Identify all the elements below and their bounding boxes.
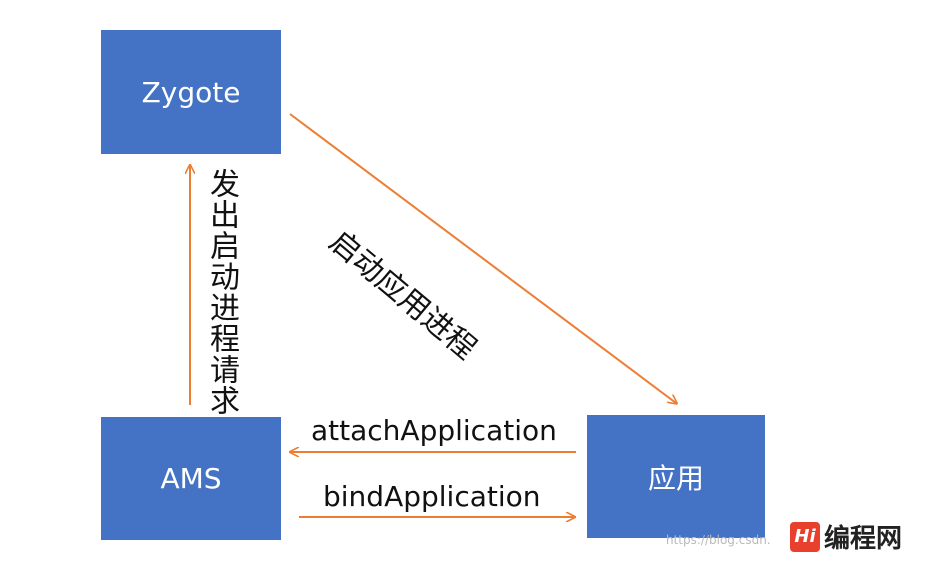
attach-edge-label: attachApplication: [311, 414, 557, 447]
zygote-label: Zygote: [141, 75, 241, 109]
request-edge-label: 发出启动进程请求: [204, 168, 239, 416]
app-node: 应用: [587, 415, 765, 538]
ams-node: AMS: [101, 417, 281, 540]
site-logo: Hi 编程网: [790, 518, 902, 555]
bind-edge-label: bindApplication: [323, 480, 541, 513]
watermark-url: https://blog.csdn.: [666, 533, 771, 547]
arrow-zygote-to-app: [289, 113, 676, 403]
ams-label: AMS: [160, 462, 222, 495]
app-label: 应用: [647, 461, 704, 495]
logo-text: 编程网: [824, 524, 903, 554]
zygote-node: Zygote: [101, 30, 281, 154]
logo-icon: Hi: [790, 521, 820, 552]
